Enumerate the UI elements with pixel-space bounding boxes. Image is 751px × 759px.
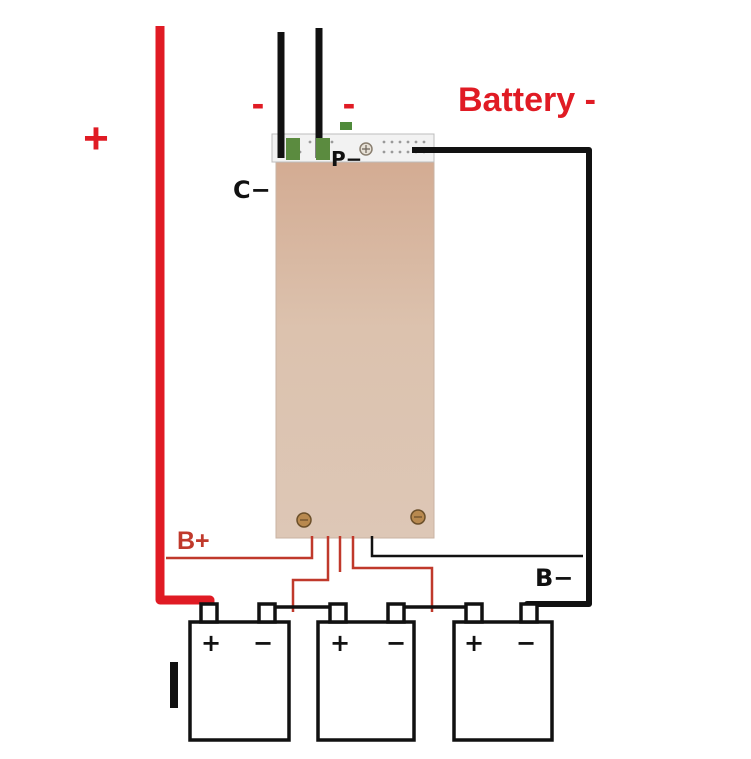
cell-1-minus-label: − <box>253 629 273 657</box>
bms-board <box>271 122 435 539</box>
output-leads <box>277 28 330 160</box>
cell2-cell3-sense-wire <box>351 536 434 612</box>
b-minus-label: B− <box>535 564 573 592</box>
c-minus-solder-pad <box>286 138 300 160</box>
battery-minus-wire <box>412 147 592 622</box>
b-minus-thin-wire <box>370 536 583 558</box>
cell-2-plus-label: + <box>330 629 350 657</box>
c-minus-lead-sign: - <box>252 83 265 125</box>
battery-cells <box>170 602 554 742</box>
p-minus-lead-sign: - <box>343 83 356 125</box>
cell-1-side-tab <box>170 662 178 708</box>
cell-3 <box>452 602 554 742</box>
cell-3-plus-label: + <box>464 629 484 657</box>
c-minus-label: C− <box>233 176 271 204</box>
cell-3-minus-label: − <box>516 629 536 657</box>
cell-1 <box>170 602 291 742</box>
cell-1-plus-label: + <box>201 629 221 657</box>
b-plus-sense-wire <box>166 536 314 560</box>
cell-2-minus-label: − <box>386 629 406 657</box>
cell-2 <box>316 602 416 742</box>
cell-interconnects <box>261 605 481 622</box>
b-plus-label: B+ <box>177 527 210 555</box>
p-minus-label: P− <box>331 147 362 171</box>
cell1-cell2-sense-wire <box>291 536 330 612</box>
cell-terminal-labels: + − + − + − <box>201 629 536 657</box>
p-minus-solder-pad <box>316 138 330 160</box>
balance-wires <box>166 536 434 612</box>
board-body <box>275 157 435 539</box>
main-plus-label: + <box>83 114 109 163</box>
battery-minus-label: Battery - <box>458 81 596 119</box>
board-smd-part <box>340 122 352 130</box>
